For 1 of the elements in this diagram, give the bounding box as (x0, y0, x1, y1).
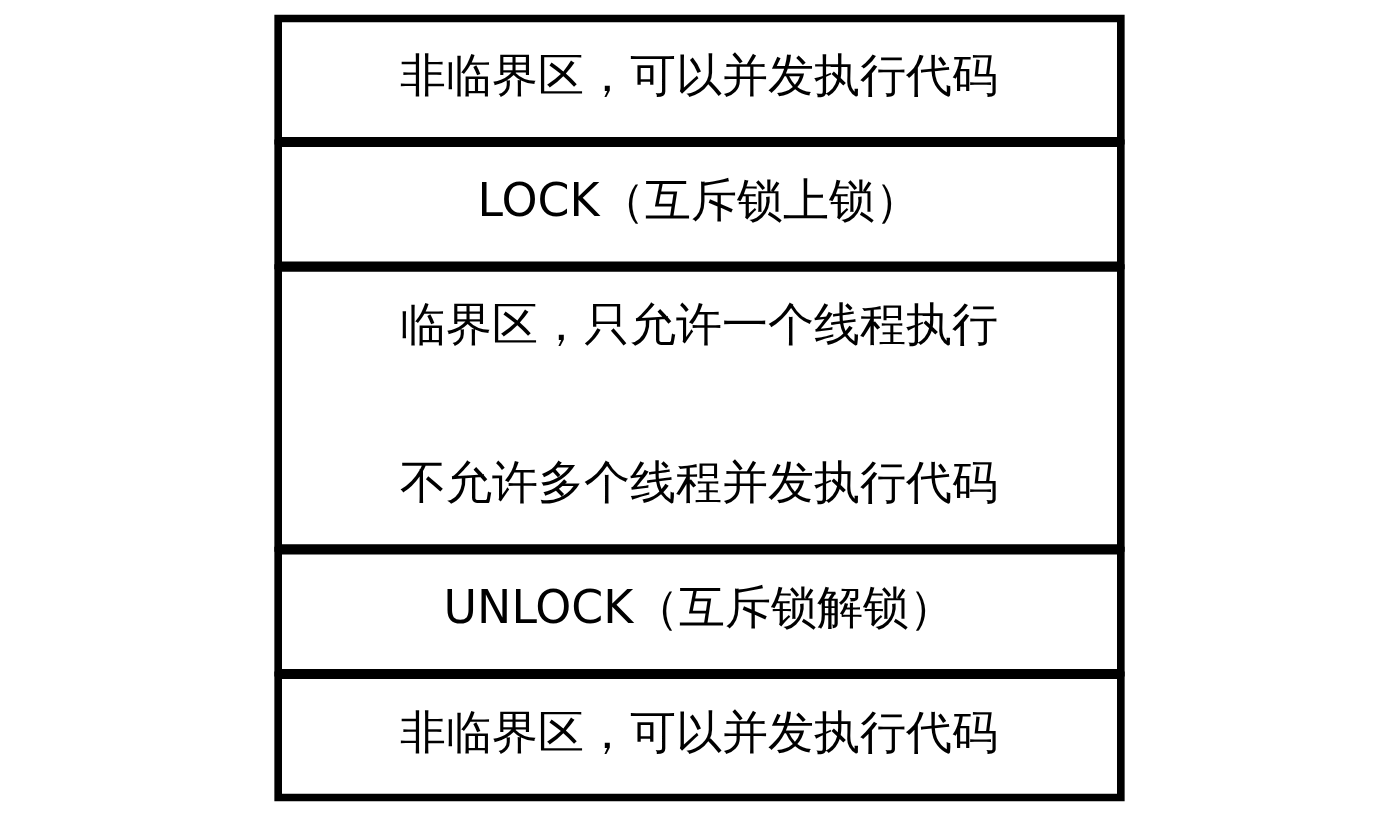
node-box: 非临界区，可以并发执行代码 (274, 14, 1125, 145)
